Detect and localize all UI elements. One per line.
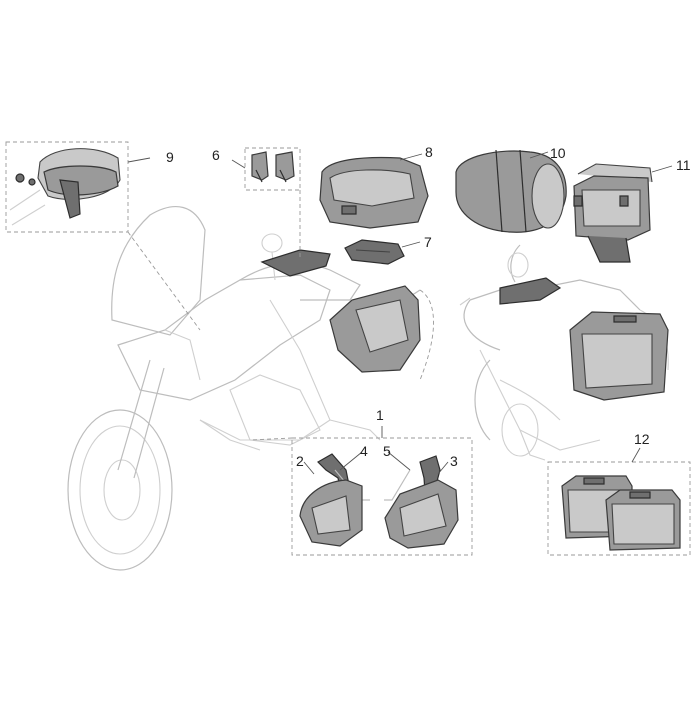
top-case-group	[319, 153, 429, 229]
bracket-set-group	[231, 147, 301, 191]
callout-6: 6	[212, 147, 220, 163]
aluminium-side-cases-group	[547, 447, 691, 556]
duffel-bag-group	[455, 149, 567, 233]
callout-12: 12	[634, 431, 650, 447]
callout-9: 9	[166, 149, 174, 165]
aluminium-top-case-group	[573, 163, 673, 263]
callout-7: 7	[424, 234, 432, 250]
tank-bag-group	[5, 141, 151, 233]
mounted-aluminium-case	[499, 277, 669, 401]
side-case-kit-group	[291, 426, 473, 556]
mounted-panniers	[260, 249, 421, 373]
motorcycle-right-outline	[459, 244, 669, 461]
mounting-plate-group	[344, 239, 421, 265]
motorcycle-left-outline	[67, 206, 421, 571]
callout-5: 5	[383, 443, 391, 459]
callout-3: 3	[450, 453, 458, 469]
callout-1: 1	[376, 407, 384, 423]
callout-8: 8	[425, 144, 433, 160]
callout-2: 2	[296, 453, 304, 469]
callout-10: 10	[550, 145, 566, 161]
callout-4: 4	[360, 443, 368, 459]
callout-11: 11	[676, 157, 691, 173]
